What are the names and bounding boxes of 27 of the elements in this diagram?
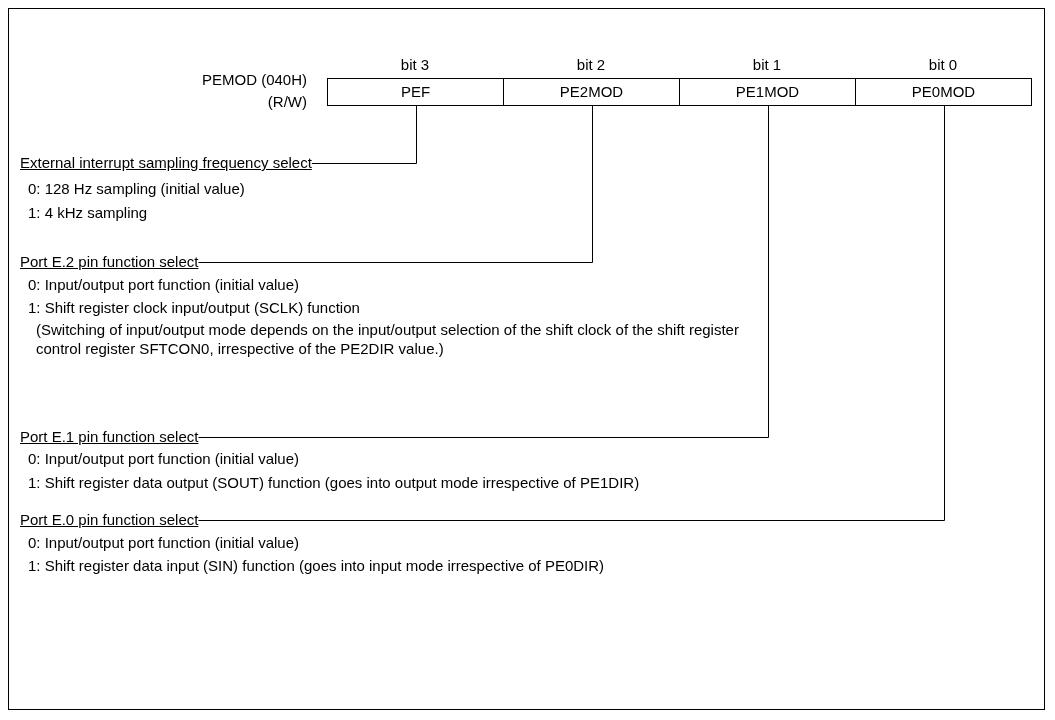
leader-line xyxy=(197,105,945,521)
option-text: 1: 4 kHz sampling xyxy=(28,204,148,222)
register-bit-cell: PE1MOD xyxy=(679,78,856,106)
register-name: PEMOD (040H) xyxy=(201,71,307,89)
note-text: (Switching of input/output mode depends on the input/output selection of the shift clock of the shift register control register SFTCON0, irrespective of the PE2DIR value.) xyxy=(36,320,740,358)
option-text: 1: Shift register data input (SIN) function (goes into input mode irrespective of PE0DIR) xyxy=(28,557,605,575)
option-text: 1: Shift register clock input/output (SCLK) function xyxy=(28,299,360,317)
leader-line xyxy=(311,105,417,164)
field-heading: Port E.1 pin function select xyxy=(20,428,199,446)
bit-number-label: bit 2 xyxy=(576,56,606,74)
leader-line xyxy=(197,105,769,438)
option-text: 0: Input/output port function (initial value) xyxy=(28,276,299,294)
register-bit-cell: PE0MOD xyxy=(855,78,1032,106)
option-text: 0: Input/output port function (initial value) xyxy=(28,534,299,552)
access-label: (R/W) xyxy=(267,93,307,111)
option-text: 1: Shift register data output (SOUT) function (goes into output mode irrespective of PE1DIR) xyxy=(28,474,640,492)
bit-number-label: bit 1 xyxy=(752,56,782,74)
field-heading: External interrupt sampling frequency select xyxy=(20,154,312,172)
leader-line xyxy=(197,105,593,263)
field-heading: Port E.2 pin function select xyxy=(20,253,199,271)
bit-number-label: bit 0 xyxy=(928,56,958,74)
register-bit-cell: PE2MOD xyxy=(503,78,680,106)
option-text: 0: Input/output port function (initial value) xyxy=(28,450,299,468)
field-heading: Port E.0 pin function select xyxy=(20,511,199,529)
option-text: 0: 128 Hz sampling (initial value) xyxy=(28,180,245,198)
register-bit-cell: PEF xyxy=(327,78,504,106)
bit-number-label: bit 3 xyxy=(400,56,430,74)
